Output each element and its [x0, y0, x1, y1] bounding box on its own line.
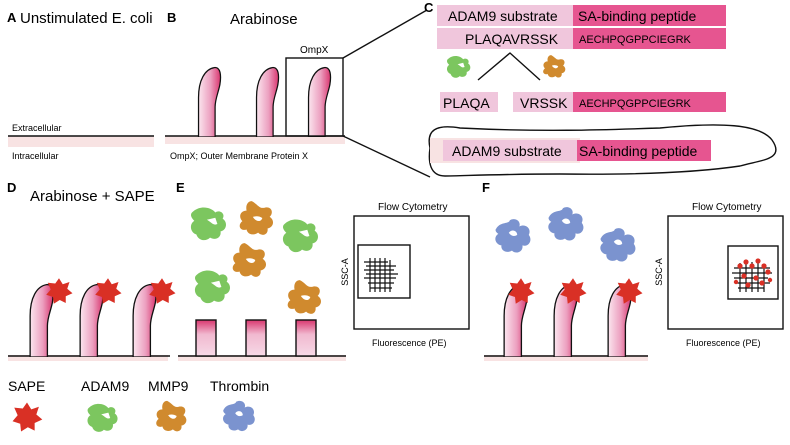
- ompx-caption: OmpX; Outer Membrane Protein X: [170, 151, 308, 161]
- panel-letter-b: B: [167, 10, 176, 25]
- panel-b: B Arabinose OmpX OmpX; Outer Membrane Pr…: [165, 9, 431, 178]
- substrate-label: ADAM9 substrate: [448, 8, 558, 24]
- substrate-box: [437, 5, 573, 26]
- adam9-icon: [194, 270, 231, 304]
- sape-icon: [12, 402, 43, 432]
- panel-d: D Arabinose + SAPE: [7, 180, 176, 361]
- panel-f: F Flow Cytometry SSC-A Fluorescence (PE): [482, 180, 784, 361]
- frag-binding: AECHPQGPPCIEGRK: [579, 98, 692, 110]
- mmp9-icon: [156, 400, 187, 432]
- flow-ylabel-f: SSC-A: [654, 258, 664, 286]
- thrombin-icon: [495, 219, 531, 253]
- legend-label-mmp9: MMP9: [148, 378, 189, 394]
- flow-xlabel-f: Fluorescence (PE): [686, 338, 761, 348]
- frag-left-box: [440, 92, 498, 112]
- panel-letter-f: F: [482, 180, 490, 195]
- panel-letter-e: E: [176, 180, 185, 195]
- panel-b-title: Arabinose: [230, 11, 298, 28]
- flow-ylabel-e: SSC-A: [340, 258, 350, 286]
- cell-binding-label: SA-binding peptide: [579, 143, 698, 159]
- extracellular-label: Extracellular: [12, 123, 62, 133]
- cleavage-lines: [477, 52, 541, 81]
- legend-label-thrombin: Thrombin: [210, 378, 269, 394]
- membrane-b: [165, 136, 345, 144]
- legend-label-sape: SAPE: [8, 378, 45, 394]
- cleaved-stalk: [295, 319, 317, 357]
- adam9-icon: [87, 403, 118, 432]
- flow-title-e: Flow Cytometry: [378, 202, 447, 213]
- adam9-icon: [282, 219, 319, 253]
- cell-binding-box: [577, 140, 711, 161]
- adam9-icon: [190, 207, 227, 241]
- panel-e: E Flow Cytometry SSC-A Fluorescence (PE): [176, 180, 470, 361]
- mmp9-icon: [287, 280, 322, 314]
- ompx-stalk: [197, 66, 222, 137]
- panel-d-title: Arabinose + SAPE: [30, 188, 155, 205]
- ompx-stalk: [307, 66, 332, 137]
- frag-left: PLAQA: [443, 95, 490, 111]
- flow-xlabel-e: Fluorescence (PE): [372, 338, 447, 348]
- binding-label: SA-binding peptide: [578, 8, 697, 24]
- binding-box: [573, 5, 726, 26]
- cell-substrate-box: [443, 140, 577, 161]
- mmp9-icon: [232, 243, 267, 277]
- flow-title-f: Flow Cytometry: [692, 202, 761, 213]
- intracellular-label: Intracellular: [12, 151, 59, 161]
- cleaved-stalk: [195, 319, 217, 357]
- frag-right-box: [513, 92, 573, 112]
- flow-events-f-red: [733, 258, 773, 288]
- legend-label-adam9: ADAM9: [81, 378, 129, 394]
- thrombin-icon: [600, 228, 636, 262]
- seq-substrate: PLAQAVRSSK: [465, 31, 559, 47]
- panel-c: C ADAM9 substrate SA-binding peptide PLA…: [424, 0, 777, 177]
- panel-letter-c: C: [424, 0, 434, 15]
- thrombin-icon: [548, 207, 584, 241]
- ompx-label: OmpX: [300, 45, 329, 56]
- membrane-d: [8, 355, 168, 361]
- seq-binding-box: [573, 28, 726, 49]
- frag-right: VRSSK: [520, 95, 568, 111]
- zoom-connector: [342, 9, 428, 59]
- flow-events-e: [364, 258, 398, 292]
- panel-a-title: Unstimulated E. coli: [20, 10, 153, 27]
- cell-substrate-label: ADAM9 substrate: [452, 143, 562, 159]
- frag-binding-box: [573, 92, 726, 112]
- membrane-f: [484, 355, 648, 361]
- panel-letter-a: A: [7, 10, 17, 25]
- mmp9-icon: [543, 55, 566, 78]
- thrombin-icon: [223, 400, 255, 432]
- seq-binding: AECHPQGPPCIEGRK: [579, 34, 692, 46]
- panel-letter-d: D: [7, 180, 16, 195]
- seq-substrate-box: [437, 28, 573, 49]
- membrane-a: [8, 136, 154, 147]
- cleaved-stalk: [245, 319, 267, 357]
- zoom-connector: [342, 135, 431, 178]
- adam9-icon: [446, 56, 471, 78]
- ompx-stalk: [255, 66, 280, 137]
- legend: SAPE ADAM9 MMP9 Thrombin: [8, 378, 269, 432]
- membrane-e: [178, 355, 346, 361]
- mmp9-icon: [239, 201, 274, 235]
- flow-gate-e: [357, 244, 411, 299]
- panel-a: A Unstimulated E. coli Extracellular Int…: [7, 10, 154, 161]
- ompx-zoom-box: [285, 57, 344, 137]
